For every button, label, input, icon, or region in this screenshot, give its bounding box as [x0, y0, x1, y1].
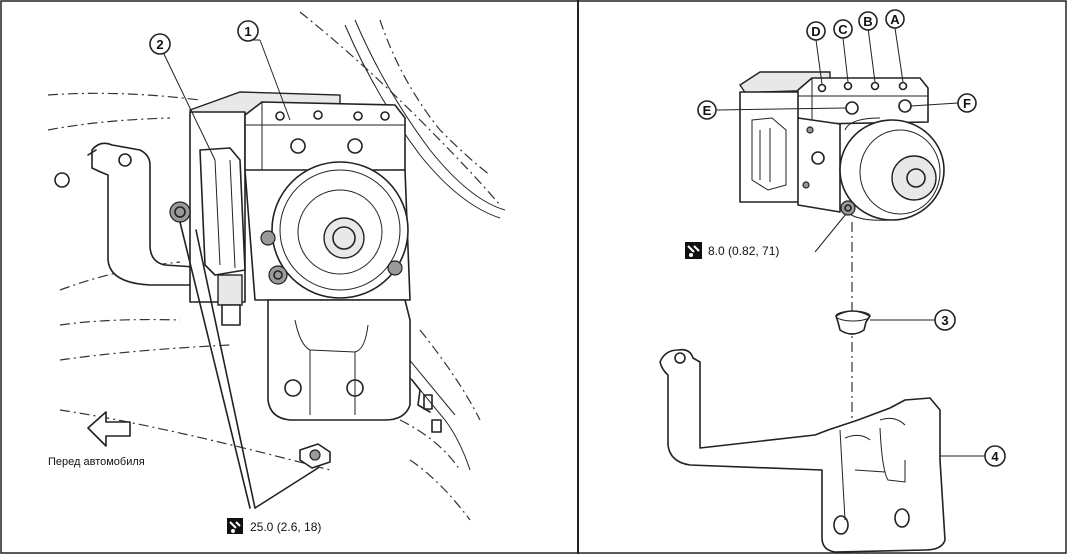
torque-wrench-icon	[685, 242, 702, 259]
port-callout-d: D	[806, 21, 826, 41]
callout-1: 1	[237, 20, 291, 121]
port-callout-f-label: F	[963, 96, 971, 111]
callout-2-label: 2	[156, 37, 163, 52]
lower-mount-bracket	[267, 299, 442, 469]
grommet-part-3: 3	[835, 309, 956, 335]
left-bracket	[54, 142, 211, 286]
callout-1-label: 1	[244, 24, 251, 39]
arrow-left-outline-icon	[87, 411, 131, 447]
torque-value-right: 8.0 (0.82, 71)	[708, 244, 779, 258]
port-callout-c: C	[833, 19, 853, 39]
torque-spec-left: 25.0 (2.6, 18)	[227, 518, 321, 534]
port-callout-c-label: C	[838, 22, 848, 37]
vehicle-body-lines	[47, 11, 501, 521]
left-panel: 1 2 Перед автомобиля 25.0 (2.6, 18)	[47, 11, 506, 534]
port-callout-a: A	[885, 9, 905, 29]
right-panel: A B C D E F 8.0 (0.82,	[659, 9, 1006, 553]
port-callout-e-label: E	[703, 103, 712, 118]
port-callout-d-label: D	[811, 24, 820, 39]
front-of-vehicle-label: Перед автомобиля	[48, 456, 145, 468]
port-callout-e: E	[697, 100, 717, 120]
port-callout-b: B	[858, 11, 878, 31]
bracket-part-4: 4	[659, 348, 1006, 553]
callout-4-label: 4	[991, 449, 999, 464]
front-of-vehicle-indicator: Перед автомобиля	[48, 411, 145, 468]
torque-value-left: 25.0 (2.6, 18)	[250, 520, 321, 534]
port-callout-b-label: B	[863, 14, 872, 29]
port-leaders	[716, 27, 959, 111]
port-callout-a-label: A	[890, 12, 900, 27]
callout-2: 2	[149, 33, 216, 161]
abs-actuator-unit-left	[169, 91, 411, 326]
torque-leaders-left	[179, 221, 319, 509]
callout-3-label: 3	[941, 313, 948, 328]
torque-spec-right: 8.0 (0.82, 71)	[685, 213, 847, 259]
port-callout-f: F	[957, 93, 977, 113]
abs-actuator-unit-right	[739, 71, 945, 221]
torque-wrench-icon	[227, 518, 243, 534]
